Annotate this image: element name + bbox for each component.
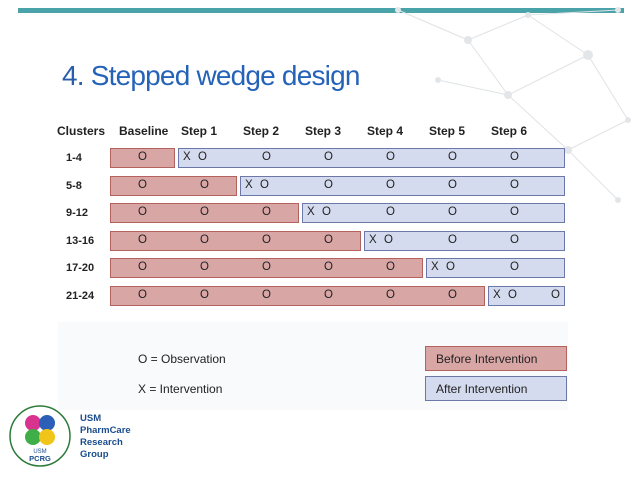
column-header-step-3: Step 3 <box>305 124 342 138</box>
observation-mark: O <box>324 261 333 273</box>
logo-badge-text: USM <box>33 449 46 455</box>
observation-mark: O <box>200 178 209 191</box>
before-intervention-bar <box>110 230 361 251</box>
intervention-mark: X <box>431 261 439 273</box>
intervention-mark: X <box>493 288 501 301</box>
observation-mark: O <box>510 178 519 191</box>
observation-mark: O <box>138 288 147 301</box>
observation-mark: O <box>262 261 271 273</box>
observation-mark: O <box>386 178 395 191</box>
cluster-label: 17-20 <box>66 262 95 274</box>
observation-mark: O <box>262 288 271 301</box>
observation-mark: O <box>324 178 333 191</box>
observation-mark: O <box>138 261 147 273</box>
before-intervention-bar <box>110 285 485 306</box>
observation-mark: O <box>322 206 331 218</box>
observation-mark: O <box>448 178 457 191</box>
logo-line-4: Group <box>80 449 109 460</box>
observation-mark: O <box>510 261 519 273</box>
intervention-mark: X <box>307 206 315 218</box>
before-intervention-bar <box>110 175 237 196</box>
column-header-step-1: Step 1 <box>181 124 218 138</box>
observation-mark: O <box>200 233 209 246</box>
after-intervention-bar <box>178 148 565 168</box>
observation-mark: O <box>510 233 519 246</box>
pcrg-logo-icon: USM PCRG <box>9 405 71 467</box>
cluster-label: 1-4 <box>66 152 82 164</box>
observation-mark: O <box>446 261 455 273</box>
observation-mark: O <box>138 233 147 246</box>
observation-mark: O <box>262 233 271 246</box>
after-intervention-bar <box>302 203 565 223</box>
observation-mark: O <box>448 151 457 163</box>
intervention-mark: X <box>369 233 377 246</box>
network-decoration <box>395 7 631 203</box>
observation-mark: O <box>508 288 517 301</box>
after-intervention-bar <box>488 285 565 306</box>
after-intervention-bar <box>364 230 565 251</box>
observation-mark: O <box>448 206 457 218</box>
cluster-label: 21-24 <box>66 289 95 302</box>
observation-mark: O <box>324 233 333 246</box>
column-header-step-6: Step 6 <box>491 124 528 138</box>
logo-acronym-text: PCRG <box>29 454 51 463</box>
column-header-clusters: Clusters <box>57 124 106 138</box>
top-accent-bar <box>18 8 624 13</box>
cluster-label: 9-12 <box>66 207 89 219</box>
cluster-label: 13-16 <box>66 234 95 247</box>
observation-mark: O <box>262 151 271 163</box>
observation-mark: O <box>138 206 147 218</box>
column-header-step-5: Step 5 <box>429 124 466 138</box>
observation-mark: O <box>551 288 560 301</box>
observation-mark: O <box>510 206 519 218</box>
observation-mark: O <box>138 151 147 163</box>
legend-before-box: Before Intervention <box>425 346 567 371</box>
legend-after-box: After Intervention <box>425 376 567 401</box>
observation-mark: O <box>198 151 207 163</box>
column-header-step-4: Step 4 <box>367 124 404 138</box>
logo-line-2: PharmCare <box>80 425 131 436</box>
observation-mark: O <box>200 288 209 301</box>
observation-mark: O <box>510 151 519 163</box>
title-text: Stepped wedge design <box>90 60 361 91</box>
observation-mark: O <box>262 206 271 218</box>
observation-mark: O <box>386 151 395 163</box>
after-intervention-bar <box>240 175 565 196</box>
observation-mark: O <box>260 178 269 191</box>
column-header-step-2: Step 2 <box>243 124 280 138</box>
observation-mark: O <box>324 151 333 163</box>
intervention-mark: X <box>245 178 253 191</box>
cluster-label: 5-8 <box>66 179 82 192</box>
observation-mark: O <box>386 261 395 273</box>
title-number: 4. <box>62 60 85 91</box>
observation-mark: O <box>324 288 333 301</box>
after-intervention-bar <box>426 258 565 278</box>
legend-observation: O = Observation <box>138 352 226 366</box>
observation-mark: O <box>200 261 209 273</box>
before-intervention-bar <box>110 258 423 278</box>
before-intervention-bar <box>110 148 175 168</box>
observation-mark: O <box>138 178 147 191</box>
observation-mark: O <box>448 288 457 301</box>
before-intervention-bar <box>110 203 299 223</box>
slide-title: 4. Stepped wedge design <box>62 60 360 92</box>
observation-mark: O <box>448 233 457 246</box>
logo-line-1: USM <box>80 413 102 424</box>
observation-mark: O <box>200 206 209 218</box>
observation-mark: O <box>384 233 393 246</box>
intervention-mark: X <box>183 151 191 163</box>
observation-mark: O <box>386 206 395 218</box>
observation-mark: O <box>386 288 395 301</box>
logo-line-3: Research <box>80 437 123 448</box>
legend-intervention: X = Intervention <box>138 382 223 396</box>
column-header-baseline: Baseline <box>119 124 169 138</box>
